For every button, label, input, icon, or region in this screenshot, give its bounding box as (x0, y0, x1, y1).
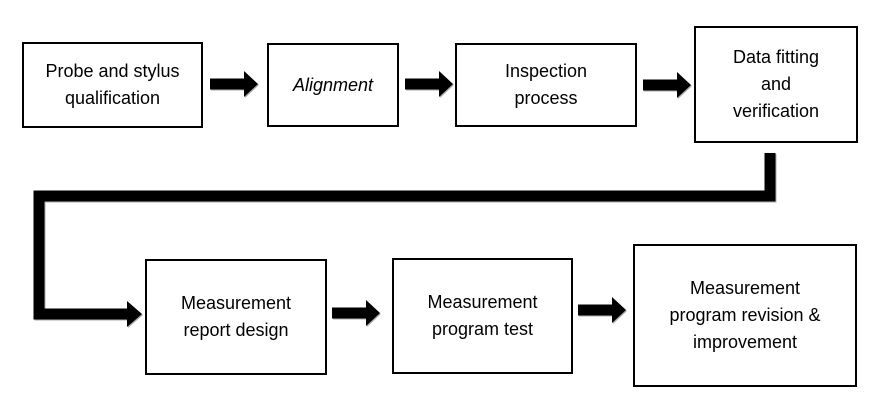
flow-step-alignment: Alignment (267, 43, 399, 127)
flow-step-label: Alignment (292, 74, 374, 95)
flow-step-label: Data fitting and verification (732, 47, 820, 121)
flow-arrow-icon (578, 297, 626, 323)
flow-step-label: Measurement program revision & improveme… (669, 278, 821, 352)
flow-step-measurement-report-design: Measurement report design (145, 259, 327, 375)
flow-step-label: Inspection process (504, 61, 588, 108)
flow-step-measurement-program-revision-improvement: Measurement program revision & improveme… (633, 244, 857, 387)
flow-arrow-icon (405, 71, 453, 97)
flow-arrow-icon (332, 300, 380, 326)
loop-connector-arrowhead (127, 301, 142, 327)
flow-step-label: Measurement program test (427, 292, 538, 339)
flow-step-probe-stylus-qualification: Probe and stylus qualification (22, 42, 203, 128)
flow-arrow-icon (210, 71, 258, 97)
flow-step-measurement-program-test: Measurement program test (392, 258, 573, 374)
flow-step-label: Probe and stylus qualification (45, 61, 180, 108)
flow-step-label: Measurement report design (180, 293, 292, 340)
flow-step-inspection-process: Inspection process (455, 43, 637, 127)
flow-arrow-icon (643, 72, 691, 98)
flow-step-data-fitting-verification: Data fitting and verification (694, 26, 858, 143)
